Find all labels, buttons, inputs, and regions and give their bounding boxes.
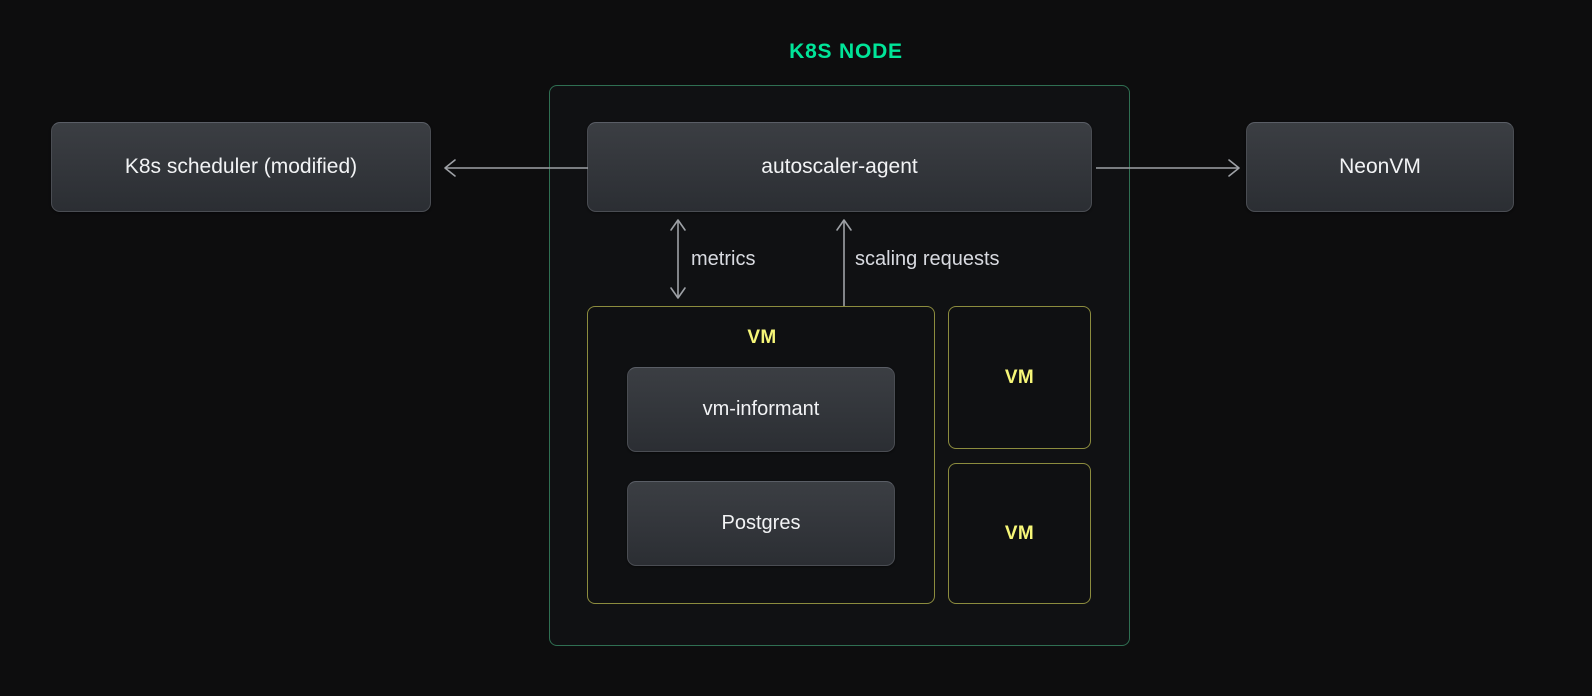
- vm-secondary-label-2: VM: [1004, 522, 1035, 544]
- autoscaler-agent-box[interactable]: autoscaler-agent: [587, 122, 1092, 212]
- neonvm-label: NeonVM: [1339, 155, 1421, 178]
- k8s-scheduler-box[interactable]: K8s scheduler (modified): [51, 122, 431, 212]
- vm-secondary-box-2[interactable]: VM: [948, 463, 1091, 604]
- autoscaler-agent-label: autoscaler-agent: [761, 155, 918, 178]
- scaling-requests-label: scaling requests: [855, 248, 1000, 270]
- vm-secondary-label-1: VM: [1004, 366, 1035, 388]
- metrics-label: metrics: [691, 248, 756, 270]
- k8s-node-title: K8S NODE: [789, 40, 903, 63]
- postgres-box[interactable]: Postgres: [627, 481, 895, 566]
- postgres-label: Postgres: [721, 512, 801, 534]
- vm-main-label: VM: [747, 327, 777, 348]
- k8s-scheduler-label: K8s scheduler (modified): [124, 155, 358, 178]
- neonvm-box[interactable]: NeonVM: [1246, 122, 1514, 212]
- vm-informant-box[interactable]: vm-informant: [627, 367, 895, 452]
- arrow-agent-to-neonvm: [1096, 159, 1240, 177]
- arrow-metrics: [670, 219, 686, 299]
- vm-informant-label: vm-informant: [702, 398, 820, 420]
- arrow-agent-to-scheduler: [444, 159, 588, 177]
- vm-secondary-box-1[interactable]: VM: [948, 306, 1091, 449]
